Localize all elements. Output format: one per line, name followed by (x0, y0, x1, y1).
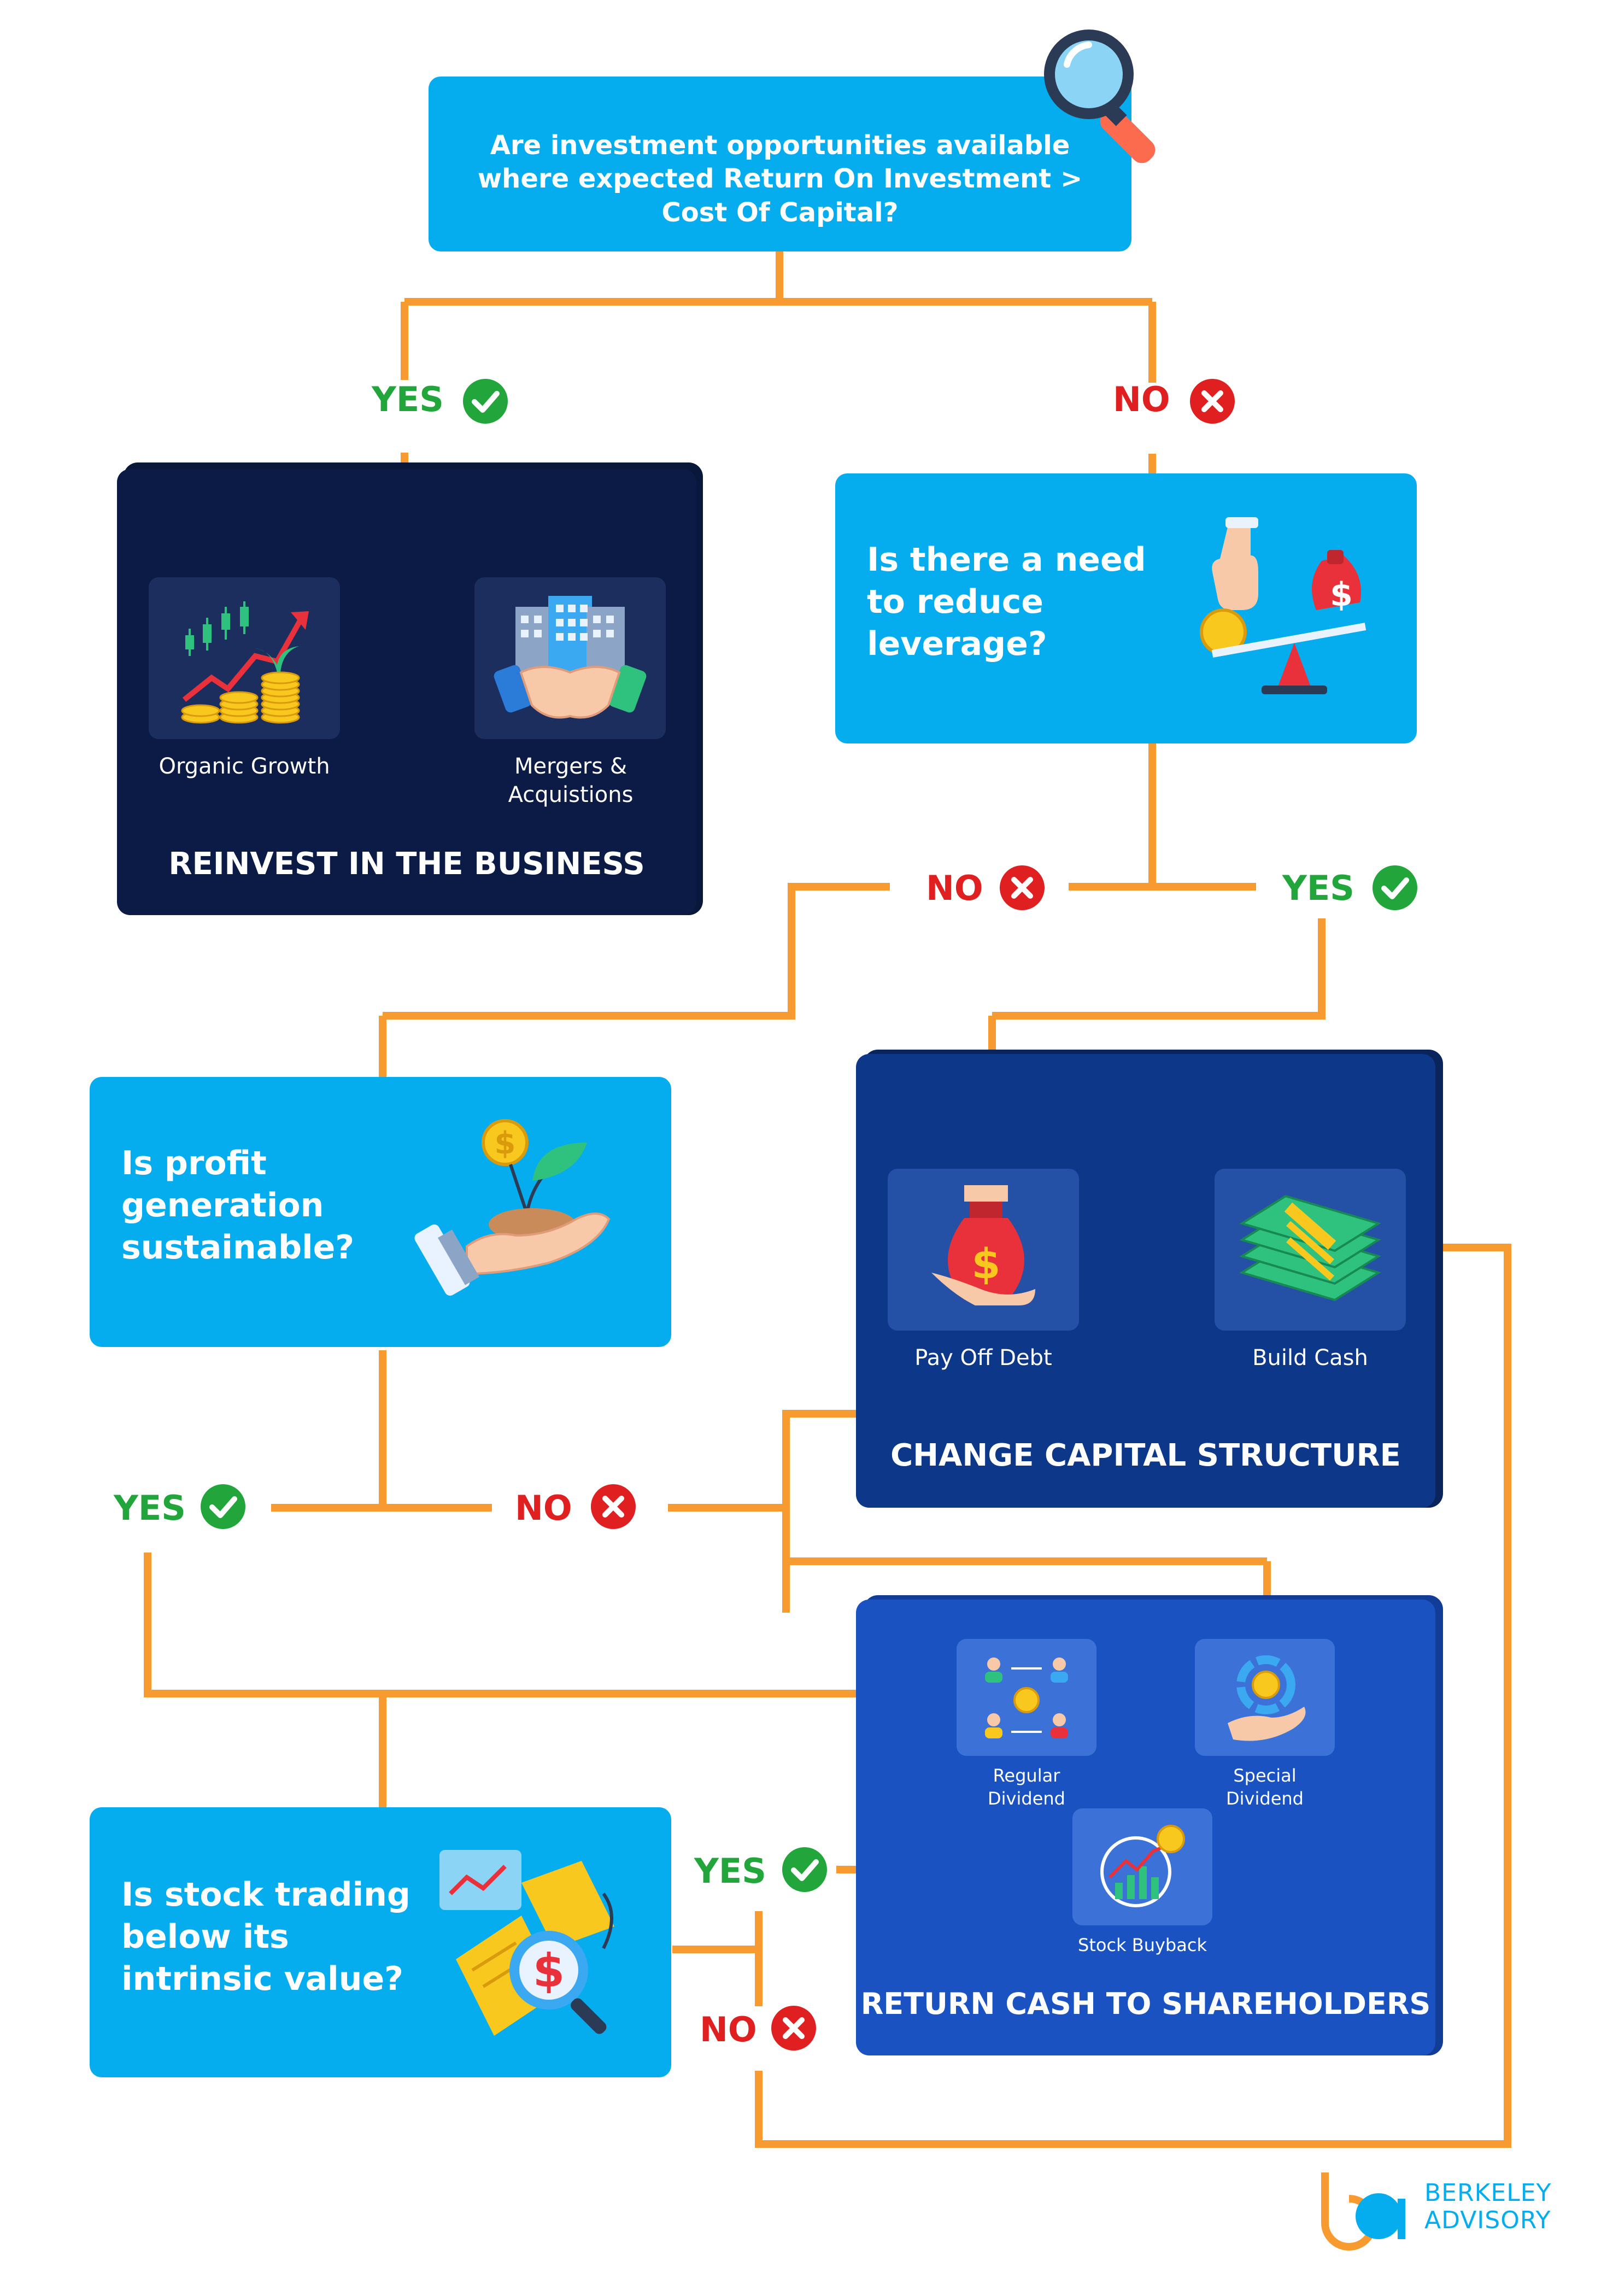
hand-plant-coin-icon: $ (414, 1115, 614, 1298)
special-dividend-tile (1195, 1639, 1335, 1756)
chart-coin-icon (1099, 1823, 1186, 1918)
connector-to-special-dividend (782, 1508, 1267, 1565)
svg-text:$: $ (495, 1126, 516, 1161)
reinvest-panel: Organic Growth Mergers & Acquistions REI… (117, 469, 696, 915)
svg-text:$: $ (972, 1239, 1001, 1288)
money-bag-hand-icon: $ (931, 1185, 1041, 1319)
reinvest-title: REINVEST IN THE BUSINESS (168, 846, 645, 882)
check-icon (782, 1847, 828, 1895)
cross-icon (771, 2005, 817, 2054)
connector-q1-split (404, 251, 1152, 306)
regular-dividend-label: Regular Dividend (988, 1765, 1065, 1809)
shareholders-exchange-icon (983, 1652, 1070, 1748)
question-roi-text: Are investment opportunities available w… (477, 130, 1083, 228)
ba-logo-mark-icon (1321, 2172, 1405, 2251)
cross-icon (1189, 378, 1235, 427)
return-panel: Regular Dividend Special Dividend Stock … (856, 1600, 1435, 2055)
label-yes-q4: YES (694, 1851, 766, 1891)
label-no-q4: NO (700, 2010, 757, 2049)
question-profit-box: Is profit generation sustainable? $ (90, 1077, 671, 1347)
connector-q3-yes (144, 1553, 906, 1697)
cross-icon (999, 865, 1045, 913)
check-icon (462, 378, 508, 427)
mergers-tile (474, 577, 666, 739)
cash-stack-icon (1236, 1191, 1384, 1314)
question-leverage-text: Is there a need to reduce leverage? (867, 541, 1146, 663)
check-icon (200, 1484, 246, 1532)
check-icon (1372, 865, 1418, 913)
berkeley-advisory-logo: BERKELEY ADVISORY (1317, 2168, 1558, 2251)
build-cash-tile (1215, 1169, 1406, 1331)
balance-scale-icon: $ (1196, 512, 1382, 700)
label-yes-q3: YES (114, 1488, 186, 1528)
pay-off-debt-label: Pay Off Debt (914, 1345, 1052, 1370)
hand-coin-chart-icon (1222, 1652, 1310, 1748)
growth-chart-coins-icon (173, 590, 315, 730)
logo-text-line1: BERKELEY (1424, 2179, 1552, 2207)
label-yes-q1: YES (372, 379, 444, 419)
connector-q4-no (755, 1244, 1511, 2148)
mergers-label: Mergers & Acquistions (508, 754, 634, 807)
special-dividend-label: Special Dividend (1226, 1765, 1304, 1809)
label-no-q1: NO (1113, 379, 1170, 419)
question-stock-box: Is stock trading below its intrinsic val… (90, 1807, 671, 2077)
magnifier-icon (1039, 26, 1181, 163)
question-roi-box: Are investment opportunities available w… (429, 77, 1131, 251)
organic-growth-tile (149, 577, 340, 739)
label-yes-q2: YES (1282, 868, 1354, 908)
cross-icon (590, 1484, 636, 1532)
regular-dividend-tile (957, 1639, 1096, 1756)
connector-q2-yes (992, 918, 1326, 1020)
connector-q2-left (383, 883, 890, 1020)
return-title: RETURN CASH TO SHAREHOLDERS (860, 1987, 1431, 2021)
stock-buyback-label: Stock Buyback (1078, 1935, 1207, 1955)
logo-text-line2: ADVISORY (1424, 2206, 1551, 2234)
build-cash-label: Build Cash (1252, 1345, 1368, 1370)
label-no-q2: NO (926, 868, 983, 908)
stock-buyback-tile (1072, 1808, 1212, 1925)
capital-title: CHANGE CAPITAL STRUCTURE (890, 1438, 1401, 1473)
capital-panel: $ Pay Off Debt Build Cash CHANGE CAPITAL… (856, 1054, 1435, 1508)
question-stock-text: Is stock trading below its intrinsic val… (121, 1876, 410, 1998)
pay-off-debt-tile: $ (888, 1169, 1079, 1331)
label-no-q3: NO (515, 1488, 572, 1528)
svg-text:$: $ (533, 1944, 565, 1998)
svg-text:$: $ (1330, 576, 1353, 614)
organic-growth-label: Organic Growth (159, 754, 330, 779)
valuation-report-icon: $ (439, 1850, 625, 2039)
handshake-building-icon (494, 590, 647, 730)
question-profit-text: Is profit generation sustainable? (121, 1144, 355, 1267)
question-leverage-box: Is there a need to reduce leverage? $ (835, 473, 1417, 743)
